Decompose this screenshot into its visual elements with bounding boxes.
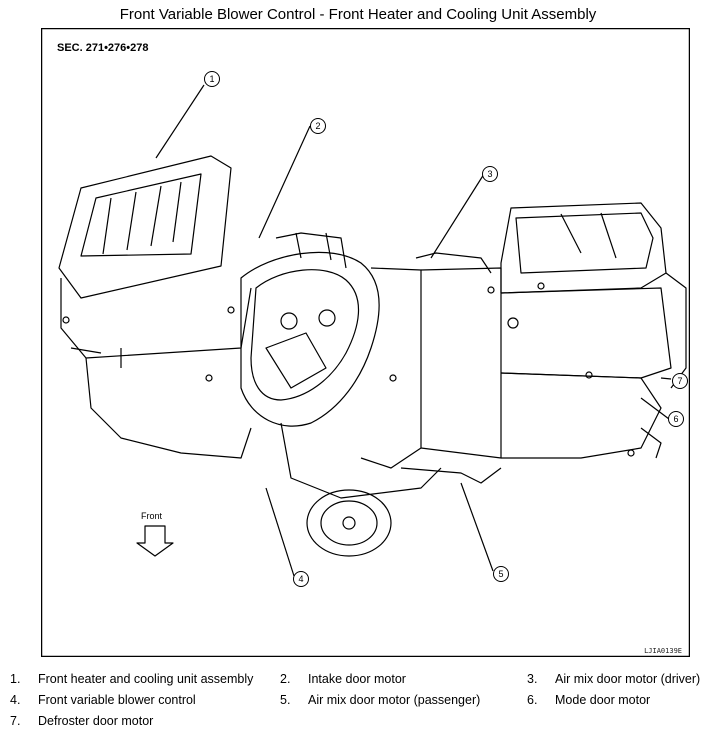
legend-text: Defroster door motor — [38, 714, 154, 728]
legend-text: Front variable blower control — [38, 693, 196, 707]
evaporator-case — [500, 202, 667, 294]
legend-text: Mode door motor — [555, 693, 651, 707]
legend-number: 3. — [527, 672, 538, 686]
callout-4: 4 — [293, 571, 309, 587]
front-direction-label: Front — [141, 511, 163, 521]
heater-unit-drawing — [41, 28, 690, 657]
page-title: Front Variable Blower Control - Front He… — [119, 6, 597, 23]
legend-text: Air mix door motor (driver) — [555, 672, 701, 686]
legend-text: Front heater and cooling unit assembly — [38, 672, 254, 686]
callout-6: 6 — [668, 411, 684, 427]
callout-7: 7 — [672, 373, 688, 389]
legend-number: 5. — [280, 693, 291, 707]
callout-2: 2 — [310, 118, 326, 134]
legend-number: 7. — [10, 714, 21, 728]
front-arrow — [136, 525, 174, 557]
callout-3: 3 — [482, 166, 498, 182]
legend-number: 1. — [10, 672, 21, 686]
callout-1: 1 — [204, 71, 220, 87]
diagram-frame: SEC. 271•276•278 Front LJIA0139E 1 2 3 4… — [41, 28, 690, 657]
section-label: SEC. 271•276•278 — [57, 42, 149, 54]
blower-motor — [306, 489, 392, 557]
legend-text: Air mix door motor (passenger) — [308, 693, 481, 707]
figure-code: LJIA0139E — [644, 647, 682, 655]
callout-5: 5 — [493, 566, 509, 582]
legend-number: 2. — [280, 672, 291, 686]
legend-text: Intake door motor — [308, 672, 406, 686]
legend-number: 4. — [10, 693, 21, 707]
legend-number: 6. — [527, 693, 538, 707]
intake-box — [58, 155, 232, 299]
